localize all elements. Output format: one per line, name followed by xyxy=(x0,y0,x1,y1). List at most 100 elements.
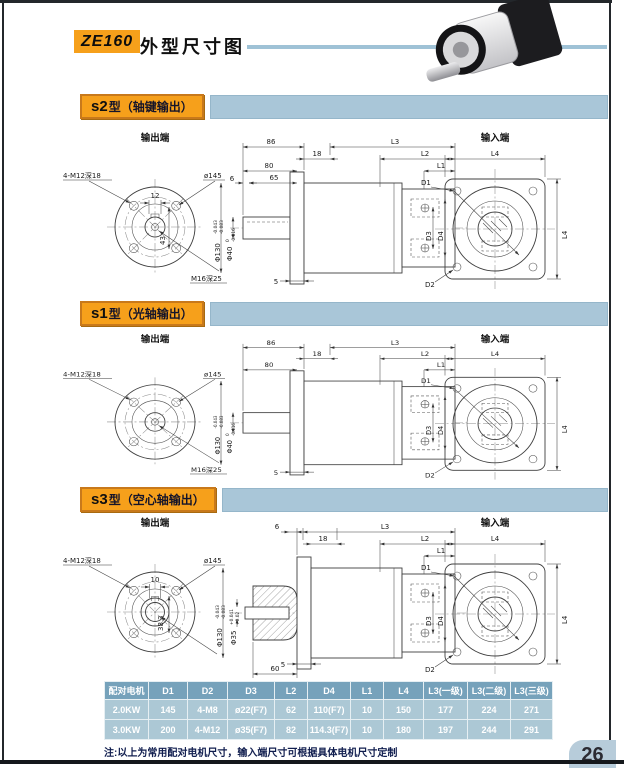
bolt-spec-label: 4-M12深18 xyxy=(63,556,101,565)
cell: 82 xyxy=(274,719,308,740)
cell: ø22(F7) xyxy=(227,699,275,720)
dim-L4-side: L4 xyxy=(561,615,569,624)
page-border-bottom xyxy=(0,760,624,764)
table-header-row: 配对电机 D1 D2 D3 L2 D4 L1 L4 L3(一级) L3(二级) … xyxy=(104,681,553,700)
dim-D1: D1 xyxy=(421,564,431,572)
cell: 200 xyxy=(148,719,188,740)
key-height-label: 38.3 xyxy=(157,615,165,631)
drawing-s3: 输出端 4-M12深18 ø145 10 38.3 xyxy=(63,517,569,678)
body-dia-tol-low: -0.083 xyxy=(221,605,227,619)
cell: 10 xyxy=(350,699,384,720)
shaft-dia-tol-up: 0 xyxy=(225,239,231,242)
output-end-label: 输出端 xyxy=(141,333,169,345)
dim-D3: D3 xyxy=(425,231,433,241)
cell: 177 xyxy=(423,699,468,720)
cell: 2.0KW xyxy=(104,699,149,720)
dim-80: 80 xyxy=(265,162,274,170)
bolt-spec-label: 4-M12深18 xyxy=(63,370,101,379)
dim-5: 5 xyxy=(281,661,285,669)
cell: 10 xyxy=(350,719,384,740)
dim-6: 6 xyxy=(230,175,235,183)
body-dia-tol-up: -0.043 xyxy=(215,605,221,619)
body-dia-label: Φ130 xyxy=(214,437,222,455)
dim-65: 65 xyxy=(270,174,279,182)
section-code: s1 xyxy=(91,305,108,322)
input-end-label: 输入端 xyxy=(481,132,510,144)
cell: 197 xyxy=(423,719,468,740)
dim-L3: L3 xyxy=(381,523,389,531)
col-header: L3(一级) xyxy=(423,681,468,700)
table-row: 3.0KW 200 4-M12 ø35(F7) 82 114.3(F7) 10 … xyxy=(104,719,553,740)
cell: 3.0KW xyxy=(104,719,149,740)
drawing-s2: 输出端 4-M12深18 ø145 M16深25 12 43 xyxy=(63,132,569,289)
dim-L3: L3 xyxy=(391,138,399,146)
cell: 4-M12 xyxy=(187,719,228,740)
section-name: 型（轴键输出） xyxy=(108,100,193,114)
key-width-label: 10 xyxy=(151,576,160,584)
col-header: D3 xyxy=(227,681,275,700)
drawing-s1: 输出端 4-M12深18 ø145 M16深25 xyxy=(63,333,569,480)
dim-86: 86 xyxy=(267,339,276,347)
s2-output-end-view: 输出端 4-M12深18 ø145 M16深25 12 43 xyxy=(63,132,227,284)
dim-80: 80 xyxy=(265,361,274,369)
header-rule xyxy=(247,45,607,49)
col-header: L3(二级) xyxy=(467,681,511,700)
col-header: L2 xyxy=(274,681,308,700)
input-end-label: 输入端 xyxy=(481,333,509,345)
s1-input-end-view: 输入端 L4 L4 D1 D2 xyxy=(421,333,569,479)
section-title-bar xyxy=(209,94,608,119)
cell: 150 xyxy=(383,699,424,720)
section-code: s3 xyxy=(91,491,108,508)
dim-18: 18 xyxy=(313,150,322,158)
spec-table: 配对电机 D1 D2 D3 L2 D4 L1 L4 L3(一级) L3(二级) … xyxy=(104,681,553,740)
output-end-label: 输出端 xyxy=(141,132,170,144)
dim-D4: D4 xyxy=(437,231,445,241)
cell: 224 xyxy=(467,699,511,720)
page-title: 外型尺寸图 xyxy=(140,37,245,57)
col-header: D2 xyxy=(187,681,228,700)
dim-60: 60 xyxy=(271,665,280,673)
page-border-right xyxy=(609,0,611,762)
shaft-dia-label: Φ40 xyxy=(226,440,234,453)
shaft-dia-tol-low: -0.016 xyxy=(231,228,237,242)
body-dia-label: Φ130 xyxy=(214,243,222,262)
section-code: s2 xyxy=(91,98,108,115)
dim-D2: D2 xyxy=(425,281,435,289)
output-end-label: 输出端 xyxy=(141,517,170,529)
body-dia-label: Φ130 xyxy=(216,628,224,647)
bore-dia-label: Φ35 xyxy=(230,631,238,645)
col-header: 配对电机 xyxy=(104,681,149,700)
body-dia-tol-up: -0.043 xyxy=(213,415,218,428)
col-header: L3(三级) xyxy=(510,681,553,700)
page-border-top xyxy=(0,0,612,3)
flange-dia-label: ø145 xyxy=(204,557,222,565)
bore-dia-tol-low: +0.02 xyxy=(235,612,241,625)
dim-L2: L2 xyxy=(421,535,429,543)
cell: 271 xyxy=(510,699,553,720)
cell: 114.3(F7) xyxy=(307,719,351,740)
dim-D4: D4 xyxy=(437,426,445,435)
dim-L4-top: L4 xyxy=(491,350,499,358)
bolt-spec-label: 4-M12深18 xyxy=(63,171,101,180)
dim-L4-side: L4 xyxy=(561,425,569,433)
col-header: L4 xyxy=(383,681,424,700)
section-badge-s1: s1 型（光轴输出） xyxy=(80,301,204,326)
dim-L1: L1 xyxy=(437,547,445,555)
section-header-s3: s3 型（空心轴输出） xyxy=(80,487,608,512)
flange-dia-label: ø145 xyxy=(204,371,222,379)
input-end-label: 输入端 xyxy=(481,517,510,529)
cell: 291 xyxy=(510,719,553,740)
dim-D2: D2 xyxy=(425,472,435,480)
footnote: 注:以上为常用配对电机尺寸，输入端尺寸可根据具体电机尺寸定制 xyxy=(104,748,398,759)
dim-L1: L1 xyxy=(437,361,445,369)
center-tap-label: M16深25 xyxy=(191,465,222,474)
dim-D1: D1 xyxy=(421,377,431,385)
shaft-dia-tol-up: 0 xyxy=(225,433,230,436)
shaft-dia-label: Φ40 xyxy=(226,247,234,261)
shaft-dia-tol-low: -0.016 xyxy=(231,423,236,436)
section-title-bar xyxy=(209,301,608,326)
dim-D3: D3 xyxy=(425,616,433,626)
section-badge-s2: s2 型（轴键输出） xyxy=(80,94,204,119)
dim-5: 5 xyxy=(274,469,278,477)
